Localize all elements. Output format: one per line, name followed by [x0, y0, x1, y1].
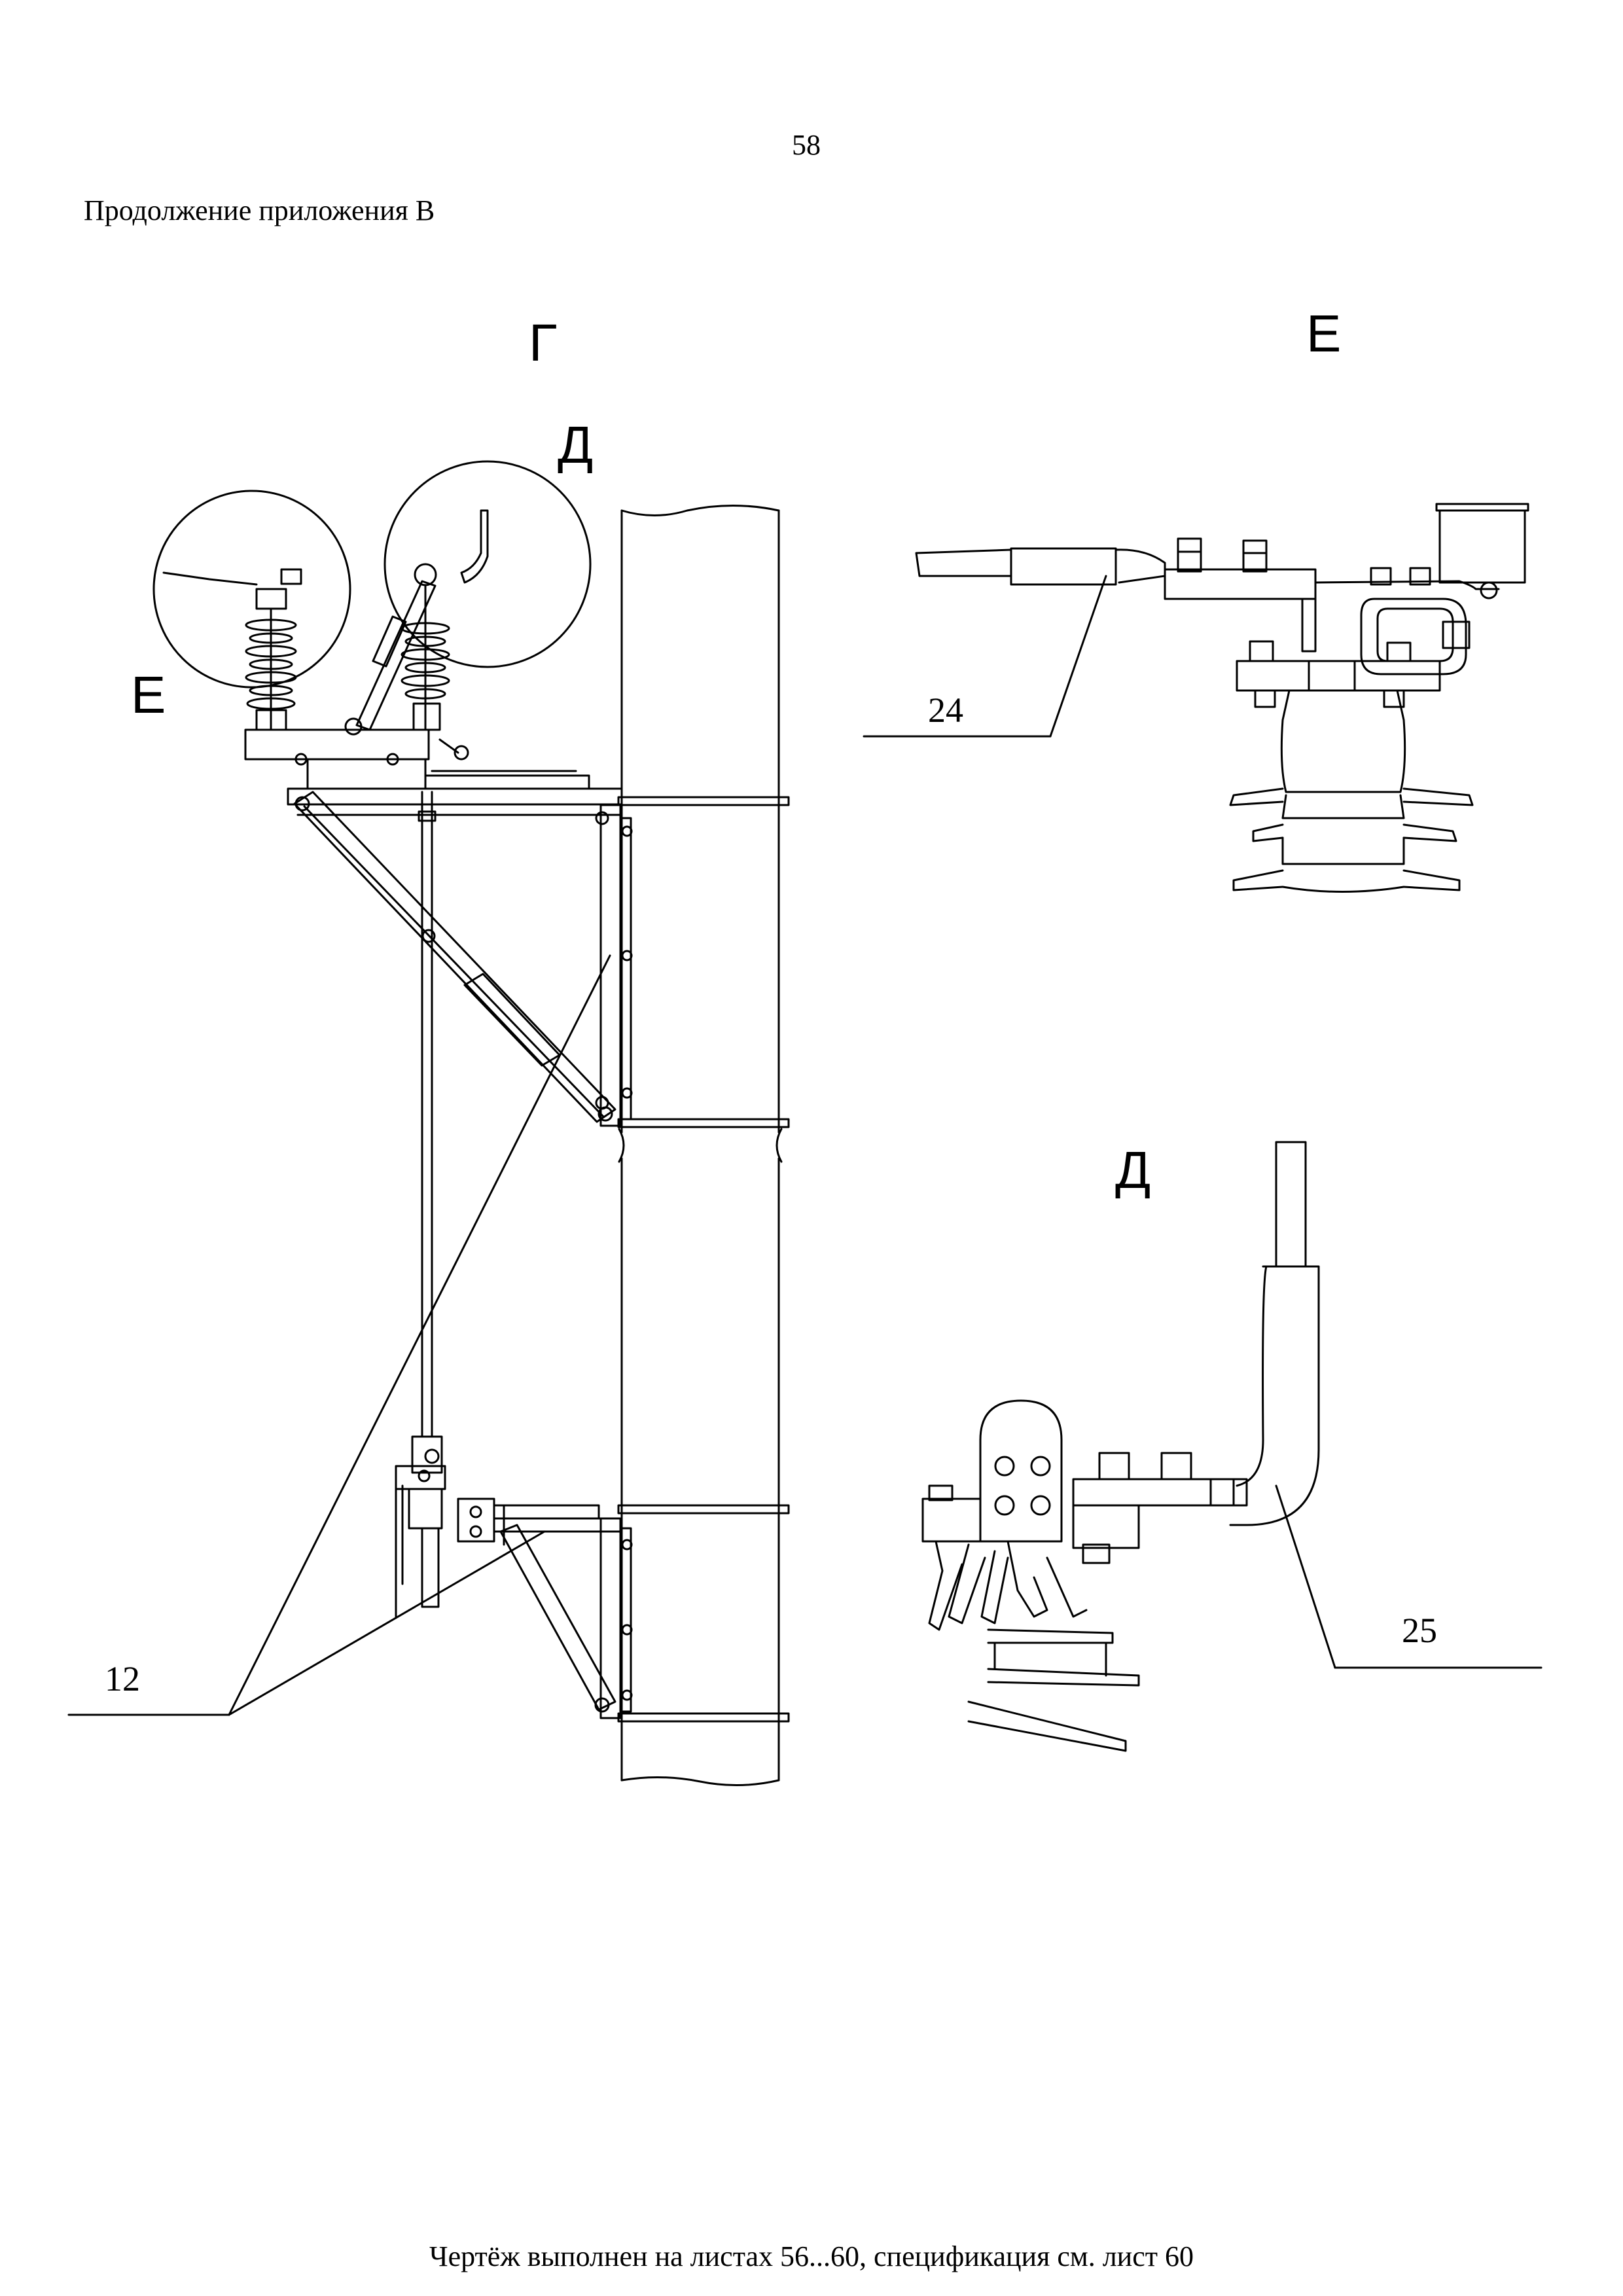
view-label-detail-d-callout: Д: [558, 416, 594, 474]
detail-circle-d: [383, 460, 592, 668]
position-label-12: 12: [105, 1659, 140, 1698]
insulator-e: [162, 568, 302, 731]
view-label-detail-d-title: Д: [1115, 1141, 1151, 1199]
pole-clamps: [617, 796, 790, 1723]
view-label-main: Г: [529, 314, 558, 372]
insulator-d: [344, 509, 489, 761]
leader-25: [1275, 1484, 1543, 1669]
view-label-detail-e-callout: Е: [131, 666, 166, 724]
pole: [618, 505, 783, 1786]
detail-d-drawing: [921, 1141, 1320, 1752]
lower-bracket: [493, 1504, 633, 1719]
position-label-25: 25: [1402, 1611, 1437, 1650]
continuation-heading: Продолжение приложения В: [84, 194, 435, 226]
operating-rod: [418, 791, 437, 1438]
detail-e-drawing: [915, 503, 1529, 893]
leader-24: [863, 575, 1107, 738]
footer-note: Чертёж выполнен на листах 56...60, специ…: [429, 2240, 1194, 2272]
leader-12: [67, 954, 611, 1716]
position-label-24: 24: [928, 691, 963, 730]
upper-platform: [244, 728, 590, 790]
page-number: 58: [792, 129, 821, 161]
view-label-detail-e-title: Е: [1306, 304, 1342, 363]
detail-circle-e: [152, 490, 351, 689]
upper-bracket: [287, 787, 633, 1127]
